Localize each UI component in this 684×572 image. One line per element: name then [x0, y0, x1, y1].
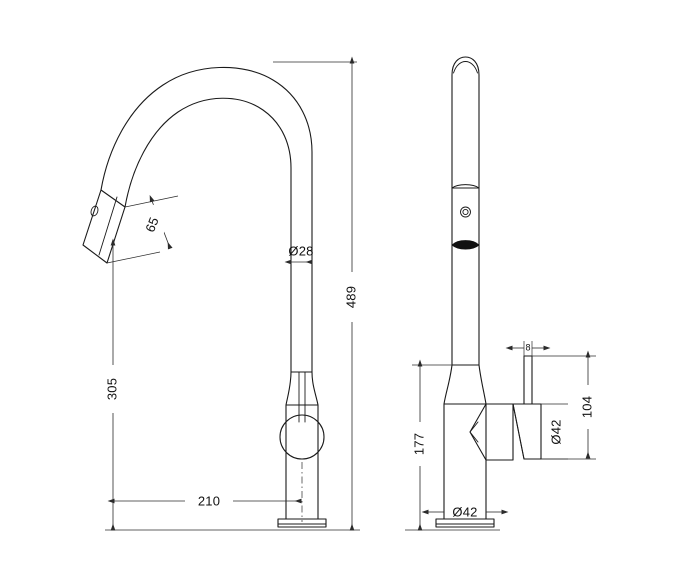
dim-label-489: 489 — [343, 286, 358, 308]
dim-104-text-mask — [577, 385, 599, 429]
dim-label-177: 177 — [411, 433, 426, 455]
spout-top-cap-side — [451, 56, 480, 189]
dim-65-text-mask — [134, 202, 172, 248]
spray-button-outer-icon — [460, 206, 471, 218]
front-elevation-dimensions: 489 305 210 Ø28 65 — [102, 56, 362, 531]
handle-wedge-notch — [469, 421, 479, 443]
dim-label-8: 8 — [525, 342, 530, 352]
handle-circle-front — [279, 414, 325, 460]
dim-label-305: 305 — [104, 378, 119, 400]
spray-button-inner-icon — [462, 208, 469, 216]
spout-inner-curve — [124, 97, 292, 358]
body-taper-right-side — [478, 364, 487, 461]
dim-210-text-mask — [185, 490, 233, 512]
dim-489-text-mask — [340, 272, 362, 322]
side-elevation-dimensions: 177 104 Ø42 Ø42 8 — [409, 341, 599, 531]
front-elevation-view — [82, 66, 360, 531]
dim-305-text-mask — [102, 365, 124, 413]
spout-cap-arc-side — [453, 61, 478, 74]
body-taper-right — [311, 356, 319, 520]
dim-label-d28: Ø28 — [288, 243, 313, 258]
dim-177-text-mask — [409, 422, 431, 466]
dim-label-104: 104 — [579, 396, 594, 418]
body-taper-left-side — [443, 364, 453, 520]
spout-head-face-line — [98, 196, 118, 256]
base-flange-side — [435, 518, 495, 528]
collar-top-arc — [451, 184, 480, 189]
dim-label-65: 65 — [142, 215, 161, 234]
lever-stem-side — [523, 355, 533, 405]
body-taper-left — [285, 356, 292, 520]
handle-wedge-side — [469, 403, 514, 461]
handle-block-edge — [512, 403, 525, 460]
collar-bottom-band — [451, 240, 480, 250]
dim-label-d42-handle: Ø42 — [548, 419, 563, 444]
spout-outer-curve — [100, 66, 313, 358]
spout-collar-side — [451, 187, 480, 246]
spout-head-body — [82, 189, 126, 264]
spout-head-button-icon — [90, 205, 99, 217]
dim-label-d42-base: Ø42 — [452, 504, 477, 519]
side-elevation-view — [405, 56, 542, 531]
handle-block-side — [512, 403, 542, 460]
dim-label-210: 210 — [198, 493, 220, 508]
ext-line-65-lower — [106, 251, 161, 264]
